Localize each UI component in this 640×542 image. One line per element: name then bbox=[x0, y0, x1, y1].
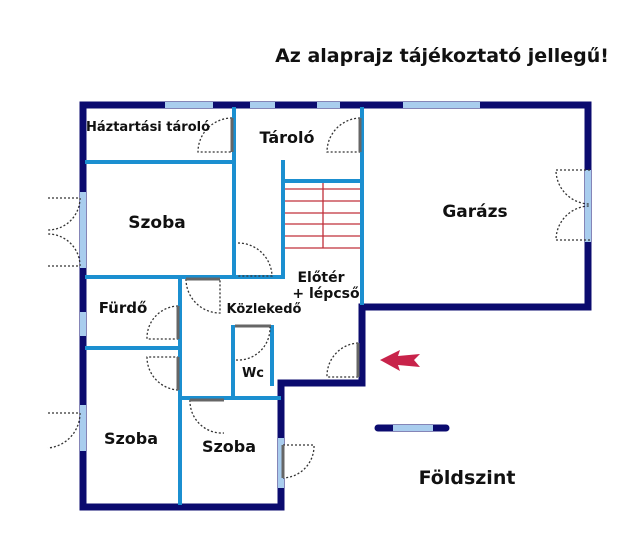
room-label-szoba-2: Szoba bbox=[104, 429, 158, 448]
doors bbox=[47, 117, 591, 479]
room-label-furdo: Fürdő bbox=[99, 299, 148, 317]
room-label-haztartasi-tarolo: Háztartási tároló bbox=[86, 120, 210, 135]
room-label-tarolo: Tároló bbox=[259, 128, 314, 147]
room-label-szoba-1: Szoba bbox=[128, 213, 185, 233]
room-label-garazs: Garázs bbox=[442, 202, 507, 222]
staircase bbox=[285, 183, 360, 249]
floor-label: Földszint bbox=[419, 467, 516, 489]
entrance-arrow-icon bbox=[380, 350, 420, 371]
room-label-eloter: Előtér bbox=[297, 270, 344, 286]
scale-bar bbox=[374, 424, 450, 432]
disclaimer-title: Az alaprajz tájékoztató jellegű! bbox=[275, 45, 609, 67]
outer-walls bbox=[79, 101, 592, 511]
room-label-wc: Wc bbox=[242, 366, 264, 381]
inner-walls bbox=[85, 107, 364, 505]
room-label-szoba-3: Szoba bbox=[202, 437, 256, 456]
room-label-kozlekedo: Közlekedő bbox=[227, 302, 302, 317]
room-label-lepcso: + lépcső bbox=[292, 286, 360, 302]
